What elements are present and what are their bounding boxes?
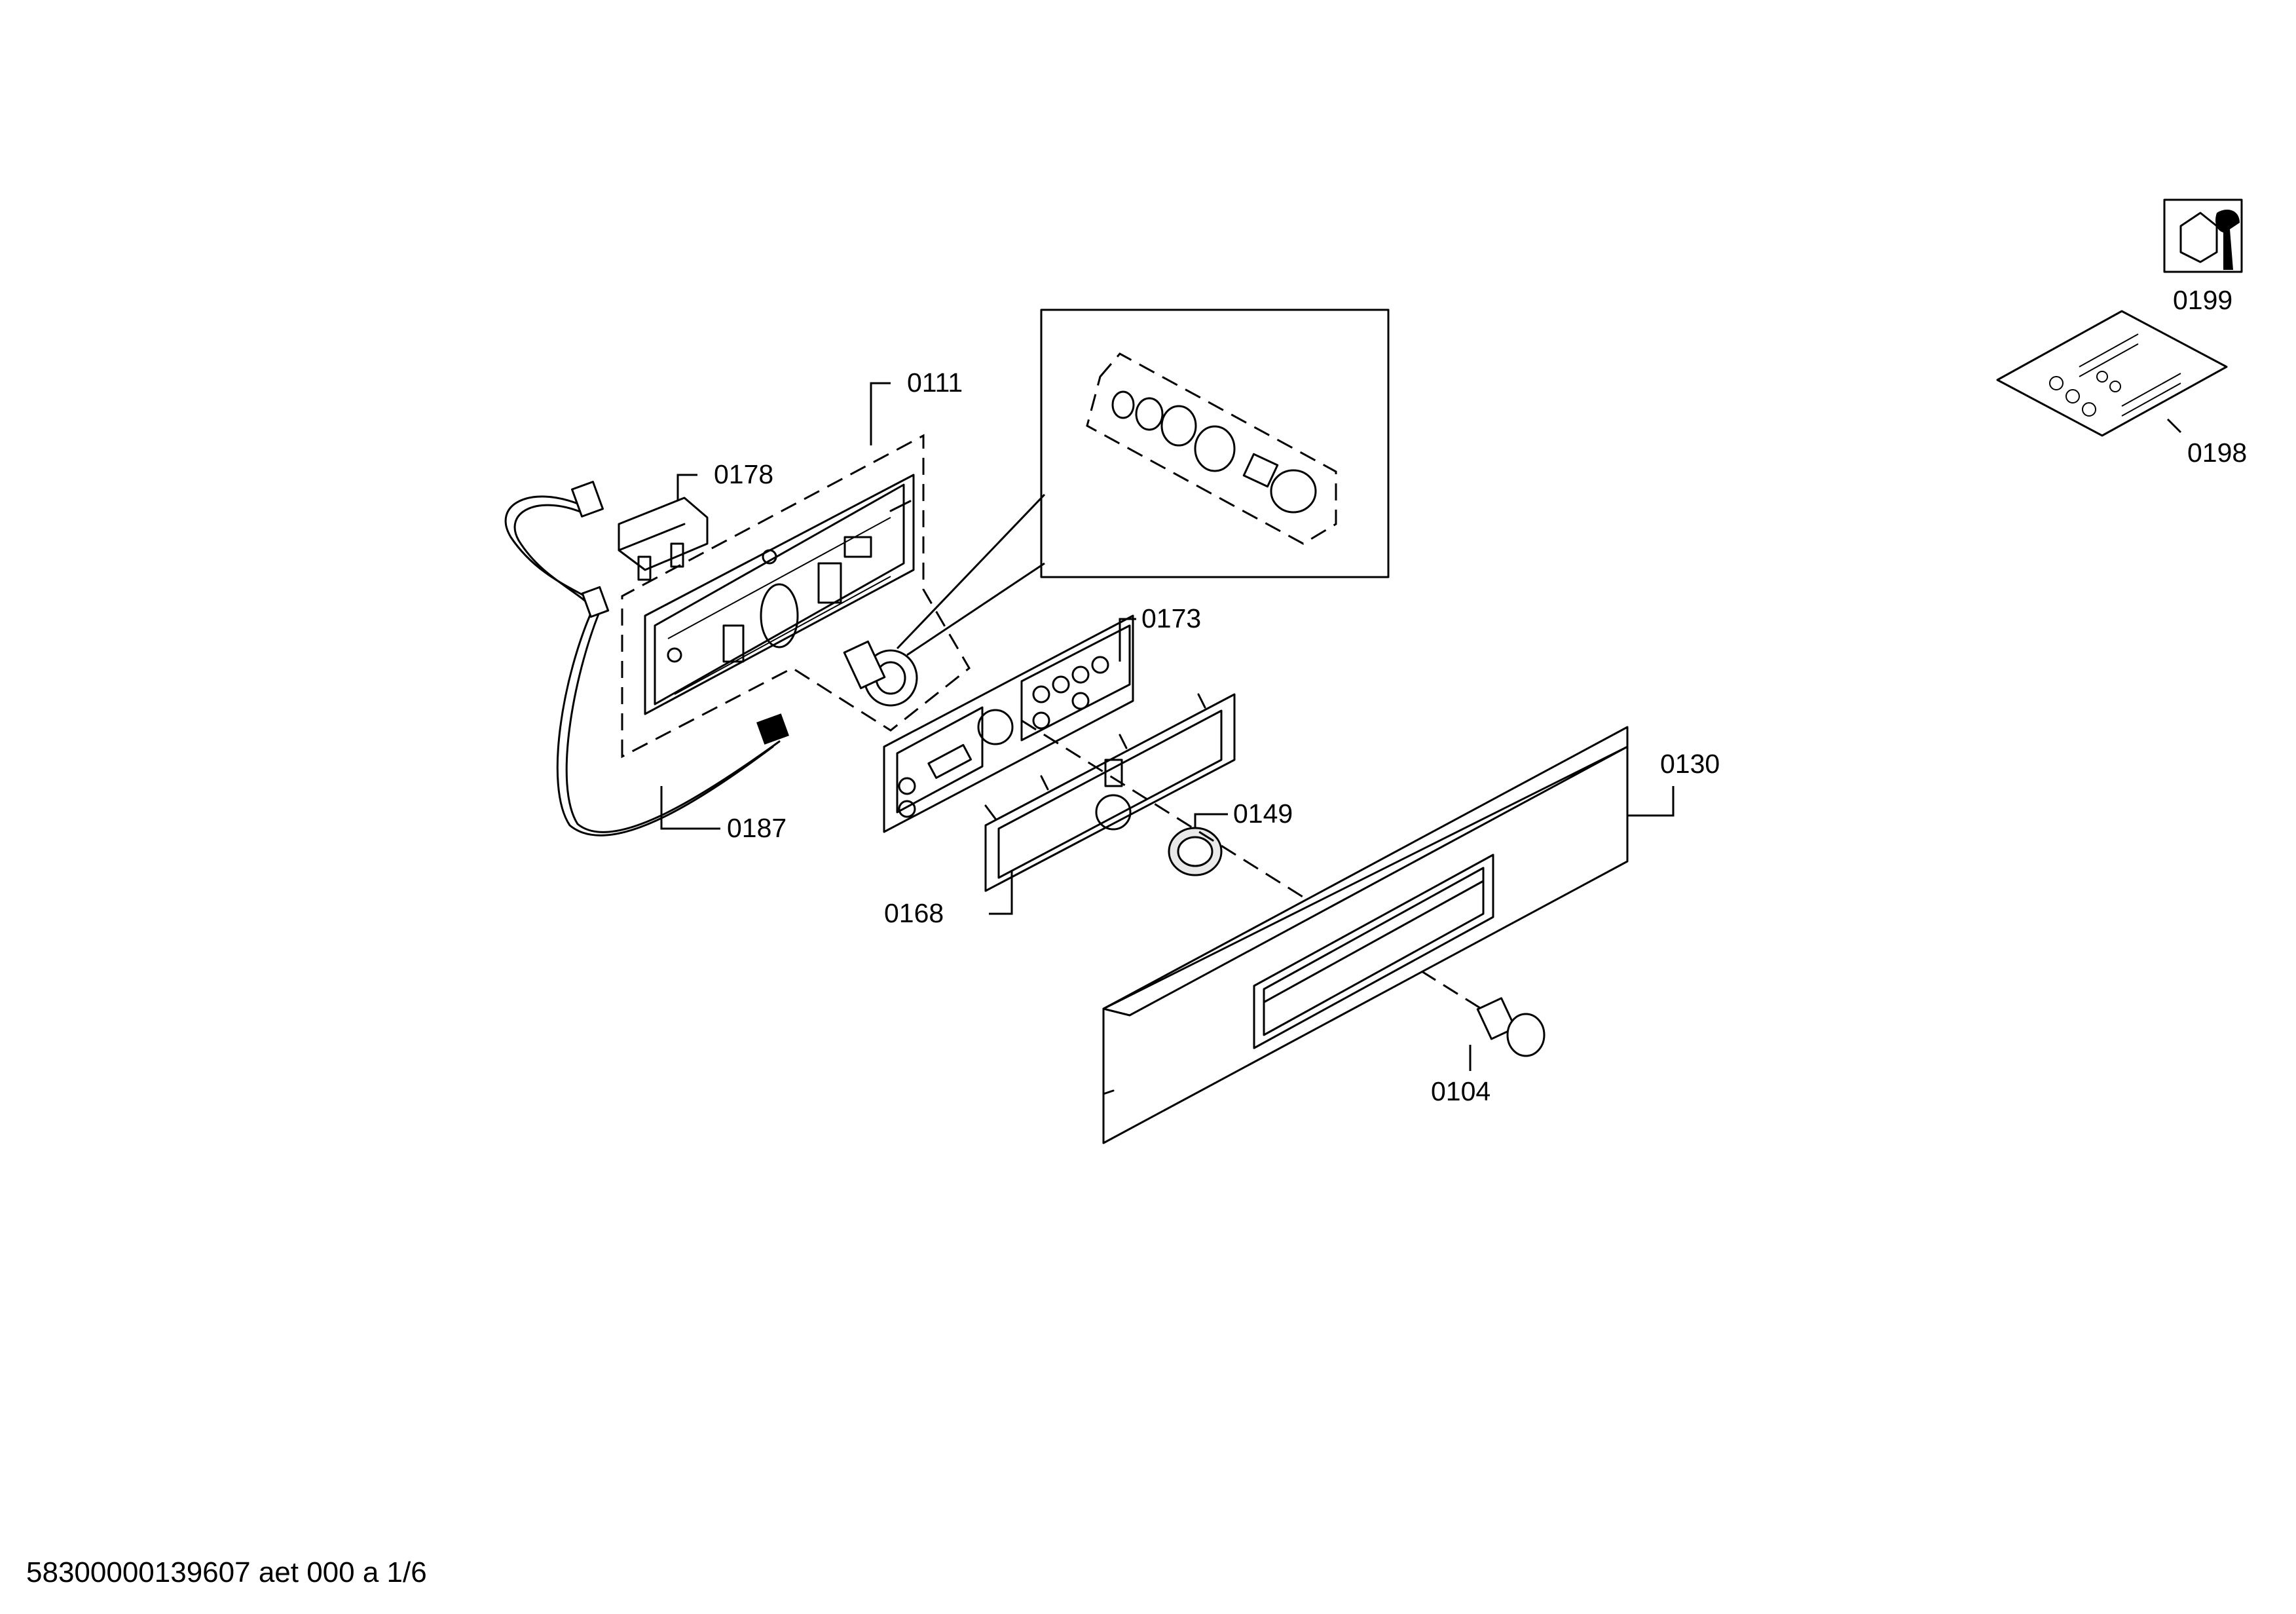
label-0104: 0104 — [1431, 1076, 1491, 1106]
leader-0173 — [1119, 618, 1136, 662]
leader-0168 — [989, 871, 1013, 915]
rotary-encoder — [843, 640, 918, 707]
part-0168-display-frame — [984, 693, 1236, 892]
part-0178-switch — [618, 497, 709, 581]
label-0168: 0168 — [884, 898, 944, 928]
part-0104-knob — [1476, 997, 1546, 1057]
document-footer-id: 58300000139607 aet 000 a 1/6 — [26, 1556, 427, 1588]
leader-0149 — [1194, 813, 1228, 829]
inset-pointer-2 — [906, 562, 1045, 656]
leader-0130 — [1627, 786, 1675, 817]
leader-0111 — [870, 382, 891, 445]
part-0149-ring — [1168, 827, 1223, 876]
label-0173: 0173 — [1141, 603, 1201, 633]
part-0111-control-module — [621, 434, 971, 759]
label-0111: 0111 — [907, 367, 963, 398]
part-0173-display-board — [883, 614, 1134, 833]
label-0178: 0178 — [714, 459, 773, 489]
leader-0198 — [2166, 418, 2182, 434]
label-0187: 0187 — [727, 813, 787, 843]
leader-0187 — [660, 786, 720, 830]
label-0130: 0130 — [1660, 749, 1720, 779]
label-0149: 0149 — [1233, 798, 1293, 829]
detail-inset — [1040, 309, 1390, 578]
inset-pointer — [896, 493, 1046, 650]
label-0199: 0199 — [2173, 285, 2232, 315]
part-0198-screw-kit — [1996, 310, 2228, 437]
part-0187-wiring-harness — [504, 481, 789, 836]
part-0130-fascia-panel — [1102, 726, 1629, 1144]
label-0198: 0198 — [2187, 438, 2247, 468]
part-0199-tool-icon — [2163, 198, 2243, 273]
